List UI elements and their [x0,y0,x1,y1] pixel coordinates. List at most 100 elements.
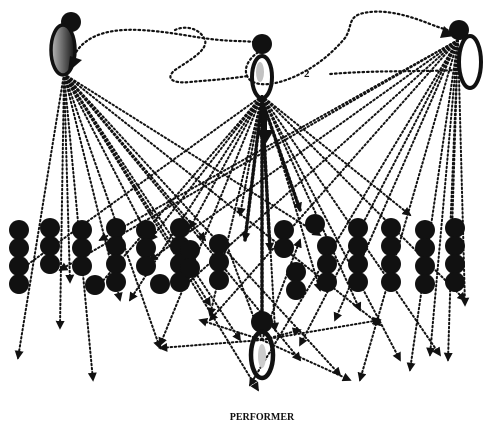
arrow-from-left [63,73,322,236]
crowd-head [180,240,200,260]
crowd-head [445,272,465,292]
crowd-head [9,238,29,258]
arrow-from-performer [198,317,263,341]
crowd-head [40,254,60,274]
figure-right-head [449,20,469,40]
crowd-head [415,238,435,258]
figure-center: 2 [250,34,310,145]
crowd-head [305,214,325,234]
arrow-from-center [261,95,412,217]
arrow-from-left [55,73,65,330]
heavy-dotted-arrow [260,98,302,212]
figure-left-arrow [68,56,82,72]
arrow-from-left [63,73,241,342]
arrow-from-left [14,73,65,360]
arrow-from-left [63,73,75,284]
arrow-from-center [207,95,263,317]
connector-left-center [70,28,264,62]
crowd-head [415,274,435,294]
crowd-head [136,256,156,276]
crowd-head [136,220,156,240]
connector-loop [169,26,250,84]
arrow-from-right [98,39,459,241]
crowd-head [106,236,126,256]
crowd-head [9,256,29,276]
crowd-head [106,254,126,274]
crowd-head [72,256,92,276]
arrow-from-right [445,39,459,237]
arrow-from-right [148,39,459,262]
crowd-head [381,236,401,256]
arrow-from-left [63,73,259,392]
figure-center-inner [256,62,264,82]
crowd-head [381,218,401,238]
crowd-head [415,256,435,276]
arrow-from-left [63,73,162,350]
crowd-head [317,254,337,274]
arrow-from-performer [261,339,352,382]
crowd-head [274,238,294,258]
crowd-head [106,218,126,238]
arrow-from-right [443,39,459,362]
crowd-head [381,254,401,274]
crowd-head [445,236,465,256]
crowd [9,214,465,300]
crowd-head [445,218,465,238]
crowd-head [348,236,368,256]
arrow-from-left [63,73,151,242]
crowd-head [85,275,105,295]
crowd-head [348,218,368,238]
arrow-from-left [63,73,342,377]
arrow-from-center [148,95,263,242]
top-connectors [70,10,458,86]
crowd-head [136,238,156,258]
crowd-head [415,220,435,240]
arrow-from-center [261,95,401,362]
crowd-head [106,272,126,292]
figure-performer-body [248,329,276,381]
crowd-head [348,254,368,274]
arrow-from-center [158,95,263,347]
figure-left [49,12,82,77]
figure-right-arrow [440,26,455,38]
arrow-fans [14,39,470,392]
heavy-dotted-arrow [241,98,264,242]
crowd-head [286,280,306,300]
connector-right-center [328,68,458,76]
figure-right [440,20,483,90]
figure-performer-inner [258,344,266,368]
arrow-from-right [426,39,459,357]
arrow-from-performer [261,316,382,341]
crowd-head [209,234,229,254]
crowd-head [274,220,294,240]
crowd-head [209,252,229,272]
crowd-head [348,272,368,292]
crowd-head [9,274,29,294]
figure-left-body [49,23,77,77]
crowd-head [180,258,200,278]
arrow-from-right [406,39,459,372]
figure-center-body [250,54,274,100]
number-label: 2 [304,68,310,80]
crowd-head [209,270,229,290]
crowd-head [40,236,60,256]
arrow-from-performer [158,339,263,352]
crowd-head [317,272,337,292]
arrow-from-right [208,39,459,322]
crowd-head [170,272,190,292]
crowd-head [40,218,60,238]
crowd-head [286,262,306,282]
figure-performer [248,311,276,381]
arrow-from-right [299,39,459,347]
figure-performer-head [251,311,273,333]
crowd-head [9,220,29,240]
arrow-from-left [63,73,207,242]
crowd-head [72,238,92,258]
figure-center-head [252,34,272,54]
crowd-head [381,272,401,292]
center-down-arrowhead [256,130,274,145]
arrow-from-center [18,95,263,272]
crowd-head [445,254,465,274]
